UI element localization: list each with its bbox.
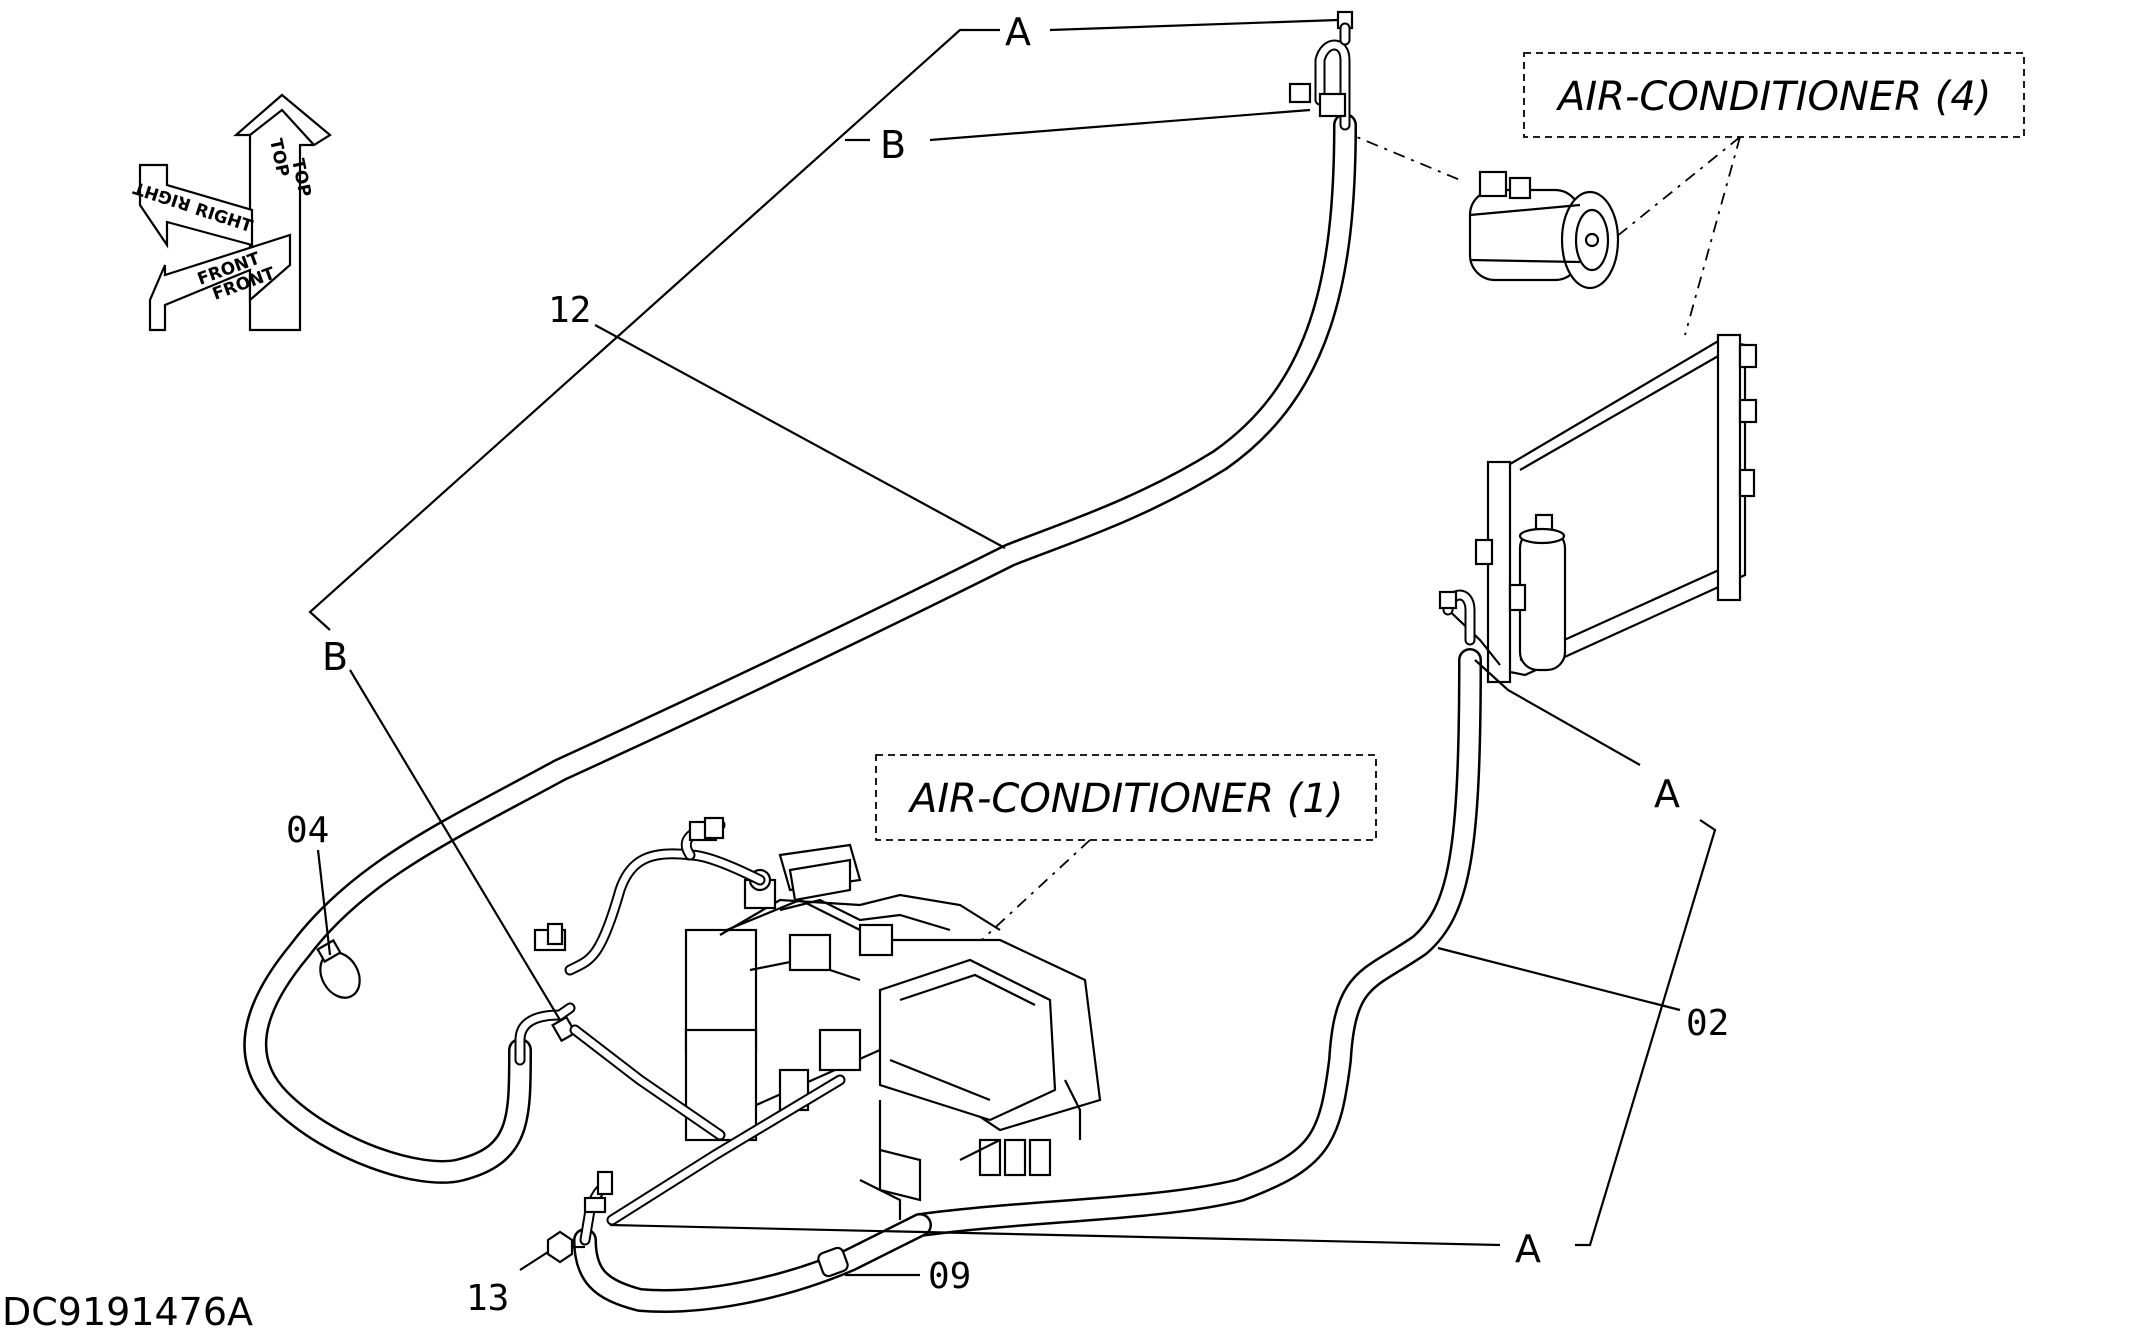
leader-a-top-to-b bbox=[308, 28, 1000, 631]
reference-ac4-label: AIR-CONDITIONER (4) bbox=[1555, 74, 1991, 120]
receiver-drier bbox=[1518, 528, 1567, 672]
condenser bbox=[1439, 333, 1758, 684]
compressor-link-dashline bbox=[1339, 129, 1461, 181]
reference-ac1-label: AIR-CONDITIONER (1) bbox=[907, 776, 1343, 822]
leader-a-right-bracket bbox=[1575, 819, 1717, 1247]
leader-02 bbox=[1437, 946, 1681, 1012]
leader-04 bbox=[316, 849, 332, 956]
leader-b-mid-line bbox=[349, 669, 561, 1021]
hose-12-fitting bbox=[551, 1015, 577, 1043]
connection-label-b-mid: B bbox=[322, 635, 348, 679]
leader-13 bbox=[519, 1251, 549, 1271]
connection-label-b-top: B bbox=[880, 123, 906, 167]
leader-a-top-line bbox=[1049, 18, 1339, 32]
leader-12 bbox=[594, 324, 1006, 549]
connection-label-a-right: A bbox=[1654, 772, 1680, 816]
leader-a-right-line bbox=[1474, 659, 1641, 766]
part-number-12: 12 bbox=[548, 290, 591, 331]
leader-a-bottom-line bbox=[609, 1223, 1501, 1247]
air-conditioner-unit bbox=[533, 816, 1102, 1220]
ac4-leader-compressor bbox=[1599, 136, 1741, 251]
orientation-arrow-symbol: TOP TOP RIGHT RIGHT FRONT FRONT bbox=[131, 93, 332, 332]
hose-09 bbox=[575, 1215, 930, 1311]
reference-box-ac1: AIR-CONDITIONER (1) bbox=[875, 754, 1377, 841]
hose-12 bbox=[245, 115, 1355, 1182]
part-number-04: 04 bbox=[286, 810, 329, 851]
part-number-09: 09 bbox=[928, 1256, 971, 1297]
compressor bbox=[1468, 170, 1620, 290]
ac4-leader-condenser bbox=[1684, 136, 1741, 336]
connection-label-a-top: A bbox=[1005, 10, 1031, 54]
leader-b-top-line bbox=[929, 108, 1311, 142]
bolt-13 bbox=[546, 1230, 585, 1264]
connection-label-a-bottom: A bbox=[1515, 1227, 1541, 1271]
drawing-id: DC9191476A bbox=[2, 1290, 253, 1334]
hose-02 bbox=[910, 650, 1480, 1235]
reference-box-ac4: AIR-CONDITIONER (4) bbox=[1523, 52, 2025, 138]
part-number-02: 02 bbox=[1686, 1003, 1729, 1044]
part-number-13: 13 bbox=[466, 1278, 509, 1319]
